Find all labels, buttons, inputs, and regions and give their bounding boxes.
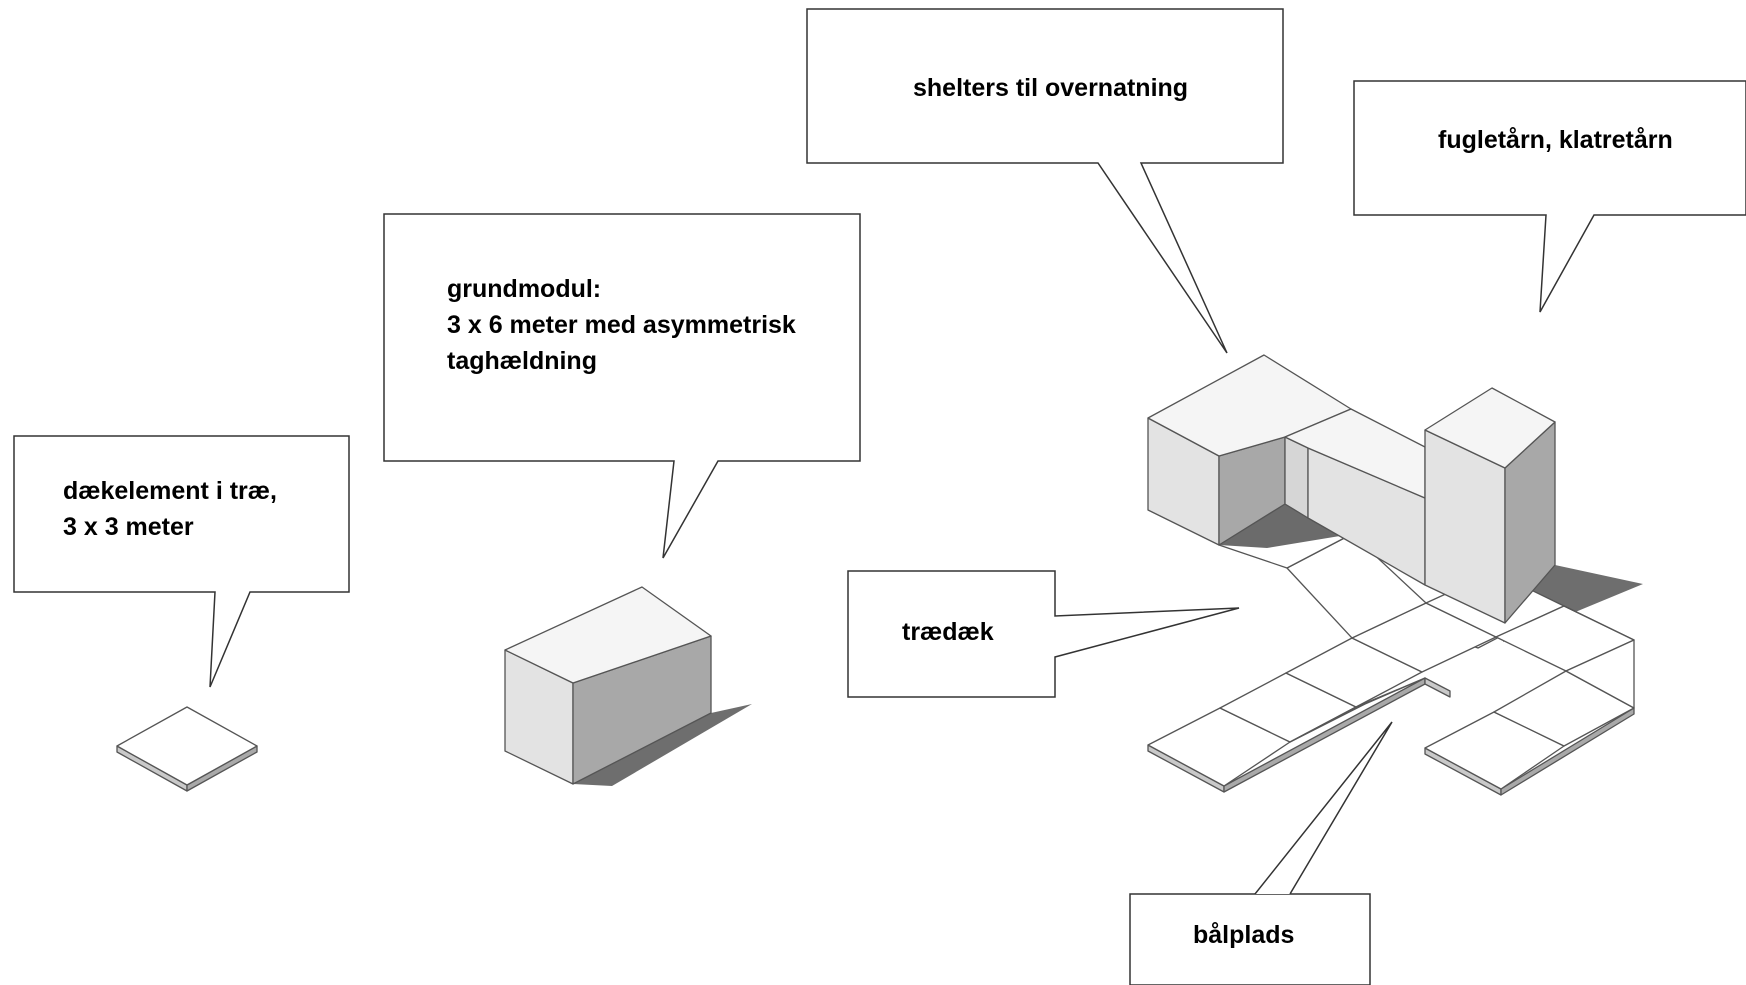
callout-module-label: grundmodul: 3 x 6 meter med asymmetrisk …	[447, 271, 796, 379]
callout-shelters-balloon	[806, 8, 1284, 354]
callout-balplads-pointer	[1254, 721, 1393, 895]
callout-module-balloon	[383, 213, 861, 559]
callout-module-line2: 3 x 6 meter med asymmetrisk	[447, 311, 796, 339]
callout-module-line1: grundmodul:	[447, 275, 602, 303]
callout-deck-balloon	[13, 435, 350, 688]
callout-shelters-line1: shelters til overnatning	[913, 74, 1189, 102]
site-composition-model	[1147, 354, 1643, 796]
callout-shelters-label: shelters til overnatning	[913, 70, 1188, 106]
callout-balplads-line1: bålplads	[1193, 921, 1295, 949]
callout-deck-line1: dækelement i træ,	[63, 477, 277, 505]
callout-traedaek-line1: trædæk	[902, 618, 994, 646]
callout-tower-label: fugletårn, klatretårn	[1438, 122, 1673, 158]
callout-balplads-label: bålplads	[1193, 917, 1294, 953]
callout-traedaek-label: trædæk	[902, 614, 994, 650]
callout-module-line3: taghældning	[447, 347, 597, 375]
callout-tower-line1: fugletårn, klatretårn	[1438, 126, 1673, 154]
deck-tile-model	[116, 706, 258, 792]
callout-deck-line2: 3 x 3 meter	[63, 513, 194, 541]
base-module-model	[504, 586, 752, 786]
callout-tower-balloon	[1353, 80, 1746, 313]
callout-traedaek-balloon	[847, 570, 1240, 698]
callout-deck-label: dækelement i træ, 3 x 3 meter	[63, 473, 277, 545]
